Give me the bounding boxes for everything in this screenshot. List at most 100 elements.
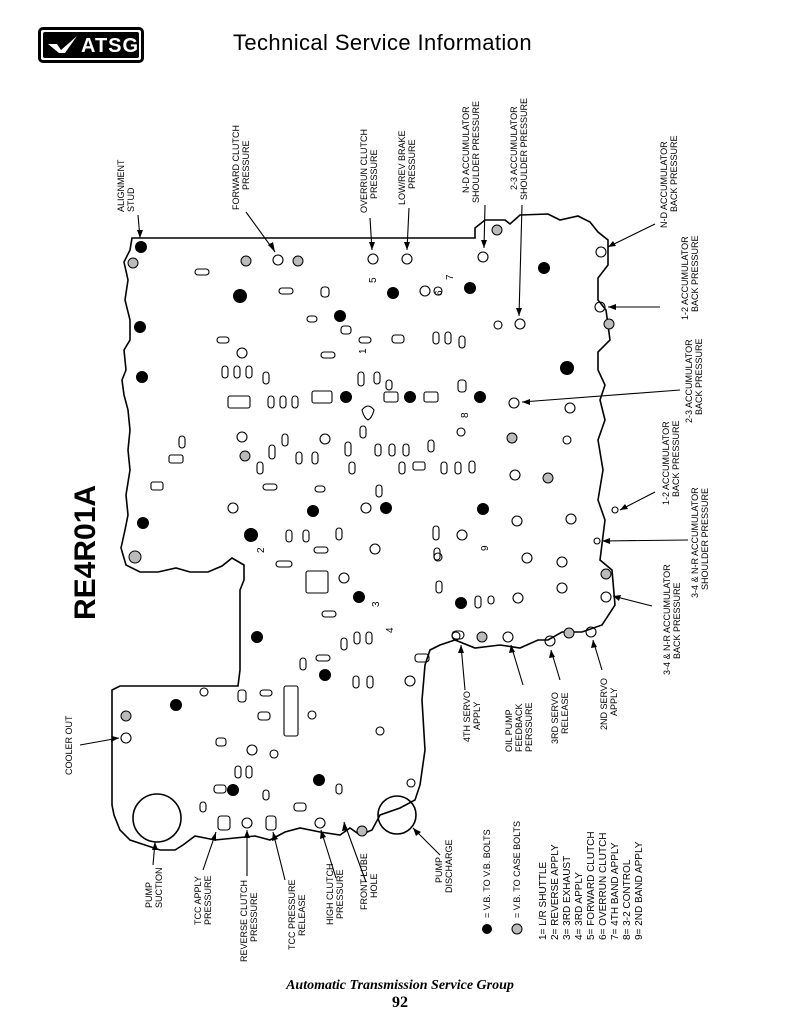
svg-text:HIGH CLUTCHPRESSURE: HIGH CLUTCHPRESSURE (325, 863, 345, 925)
label-pump-discharge-1: PUMP (434, 857, 444, 883)
svg-text:N-D ACCUMULATORSHOULDER PRESSU: N-D ACCUMULATORSHOULDER PRESSURE (461, 101, 481, 203)
label-23-shoulder-2: SHOULDER PRESSURE (519, 98, 529, 200)
page-title: Technical Service Information (233, 30, 532, 55)
label-34nr-shoulder-1: 3-4 & N-R ACCUMULATOR (690, 487, 700, 598)
label-front-lube-2: HOLE (369, 873, 379, 898)
pump-discharge-port (377, 795, 417, 835)
check-ball-4: 4 (385, 627, 396, 633)
label-overrun-clutch-2: PRESSURE (369, 149, 379, 199)
svg-text:1-2 ACCUMULATORBACK PRESSURE: 1-2 ACCUMULATORBACK PRESSURE (661, 420, 681, 505)
page-number: 92 (392, 994, 408, 1011)
check-ball-2: 2 (256, 547, 267, 553)
svg-text:N-D ACCUMULATORBACK PRESSURE: N-D ACCUMULATORBACK PRESSURE (659, 135, 679, 228)
label-4th-servo-1: 4TH SERVO (462, 691, 472, 742)
check-ball-3: 3 (371, 601, 382, 607)
atsg-logo: ATSG (38, 27, 144, 63)
label-12-back-top-2: BACK PRESSURE (690, 235, 700, 312)
label-reverse-clutch-1: REVERSE CLUTCH (239, 880, 249, 962)
svg-text:FORWARD CLUTCHPRESSURE: FORWARD CLUTCHPRESSURE (231, 125, 251, 210)
legend-item-1: 1= L/R SHUTTLE (538, 862, 549, 940)
legend-item-3: 3= 3RD EXHAUST (562, 856, 573, 940)
label-34nr-back-2: BACK PRESSURE (672, 582, 682, 659)
svg-text:ALIGNMENTSTUD: ALIGNMENTSTUD (116, 159, 136, 212)
label-tcc-apply-1: TCC APPLY (193, 876, 203, 925)
svg-text:3-4 & N-R ACCUMULATORSHOULDER: 3-4 & N-R ACCUMULATORSHOULDER PRESSURE (690, 487, 710, 598)
label-overrun-clutch-1: OVERRUN CLUTCH (359, 129, 369, 213)
svg-text:TCC PRESSURERELEASE: TCC PRESSURERELEASE (287, 879, 307, 950)
label-23-back-1: 2-3 ACCUMULATOR (684, 339, 694, 423)
check-ball-7: 7 (445, 274, 456, 280)
label-front-lube-1: FRONT LUBE (359, 853, 369, 910)
svg-text:REVERSE CLUTCHPRESSURE: REVERSE CLUTCHPRESSURE (239, 880, 259, 962)
label-tcc-release-1: TCC PRESSURE (287, 879, 297, 950)
valve-body-outline (111, 213, 616, 851)
label-23-shoulder-1: 2-3 ACCUMULATOR (509, 106, 519, 190)
model-title: RE4R01A (69, 485, 102, 620)
check-ball-1: 1 (358, 348, 369, 354)
footer-organization: Automatic Transmission Service Group (286, 978, 514, 993)
checkmark-icon (48, 36, 77, 53)
label-pump-suction-1: PUMP (144, 882, 154, 908)
label-high-clutch-1: HIGH CLUTCH (325, 863, 335, 925)
svg-text:PUMPSUCTION: PUMPSUCTION (144, 868, 164, 909)
legend-item-9: 9= 2ND BAND APPLY (634, 841, 645, 940)
label-pump-discharge-2: DISCHARGE (444, 839, 454, 893)
label-2nd-servo-2: APPLY (609, 688, 619, 716)
worm-channels (150, 268, 495, 831)
label-low-rev-brake-2: PRESSURE (407, 139, 417, 189)
label-pump-suction-2: SUCTION (154, 868, 164, 909)
svg-text:3-4 & N-R ACCUMULATORBACK PRES: 3-4 & N-R ACCUMULATORBACK PRESSURE (662, 564, 682, 675)
svg-text:COOLER OUT: COOLER OUT (64, 715, 74, 775)
legend-items: 1= L/R SHUTTLE 2= REVERSE APPLY 3= 3RD E… (538, 831, 645, 940)
svg-text:4TH SERVOAPPLY: 4TH SERVOAPPLY (462, 691, 482, 742)
svg-text:2-3 ACCUMULATORBACK PRESSURE: 2-3 ACCUMULATORBACK PRESSURE (684, 338, 704, 423)
label-34nr-shoulder-2: SHOULDER PRESSURE (700, 488, 710, 590)
label-high-clutch-2: PRESSURE (335, 869, 345, 919)
port-labels: ALIGNMENTSTUD FORWARD CLUTCHPRESSURE OVE… (64, 98, 710, 962)
label-oil-pump-3: PERSSURE (524, 702, 534, 752)
legend-vb-to-vb: = V.B. TO V.B. BOLTS (482, 829, 492, 918)
label-34nr-back-1: 3-4 & N-R ACCUMULATOR (662, 564, 672, 675)
label-nd-shoulder-2: SHOULDER PRESSURE (471, 101, 481, 203)
label-nd-back-1: N-D ACCUMULATOR (659, 141, 669, 228)
label-2nd-servo-1: 2ND SERVO (599, 678, 609, 730)
check-ball-6: 6 (434, 290, 445, 296)
label-alignment-stud-2: STUD (126, 187, 136, 212)
legend-item-6: 6= OVERRUN CLUTCH (598, 832, 609, 940)
svg-text:OVERRUN CLUTCHPRESSURE: OVERRUN CLUTCHPRESSURE (359, 129, 379, 213)
arrowheads (111, 230, 628, 850)
label-nd-back-2: BACK PRESSURE (669, 135, 679, 212)
vb-to-case-bolts (120, 224, 615, 837)
label-12-back-top-1: 1-2 ACCUMULATOR (680, 236, 690, 320)
label-12-back-mid-1: 1-2 ACCUMULATOR (661, 421, 671, 505)
svg-text:2ND SERVOAPPLY: 2ND SERVOAPPLY (599, 678, 619, 730)
vb-to-vb-bolts (134, 241, 574, 796)
legend-case-bolt-icon (511, 923, 523, 935)
legend-solid-bolt-icon (482, 924, 492, 934)
label-forward-clutch-2: PRESSURE (241, 140, 251, 190)
check-ball-5: 5 (368, 277, 379, 283)
valve-body-diagram: RE4R01A (64, 98, 710, 962)
legend-item-2: 2= REVERSE APPLY (550, 844, 561, 940)
label-3rd-servo-2: RELEASE (560, 692, 570, 734)
label-3rd-servo-1: 3RD SERVO (550, 692, 560, 744)
svg-text:2-3 ACCUMULATORSHOULDER PRESSU: 2-3 ACCUMULATORSHOULDER PRESSURE (509, 98, 529, 200)
label-alignment-stud-1: ALIGNMENT (116, 159, 126, 212)
check-ball-9: 9 (480, 545, 491, 551)
label-oil-pump-2: FEEDBACK (514, 703, 524, 752)
check-ball-numbers: 1 2 3 4 5 6 7 8 9 (256, 274, 491, 633)
legend: = V.B. TO V.B. BOLTS = V.B. TO CASE BOLT… (482, 821, 645, 940)
logo-text: ATSG (81, 35, 140, 57)
label-oil-pump-1: OIL PUMP (504, 709, 514, 752)
label-forward-clutch-1: FORWARD CLUTCH (231, 125, 241, 210)
check-ball-8: 8 (460, 412, 471, 418)
legend-item-7: 7= 4TH BAND APPLY (610, 842, 621, 940)
check-ball-pocket (361, 405, 375, 421)
page-header: ATSG Technical Service Information (0, 0, 800, 80)
label-23-back-2: BACK PRESSURE (694, 338, 704, 415)
label-nd-shoulder-1: N-D ACCUMULATOR (461, 106, 471, 193)
pump-suction-port (132, 793, 182, 843)
label-tcc-release-2: RELEASE (297, 894, 307, 936)
svg-text:FRONT LUBEHOLE: FRONT LUBEHOLE (359, 853, 379, 910)
label-4th-servo-2: APPLY (472, 702, 482, 730)
